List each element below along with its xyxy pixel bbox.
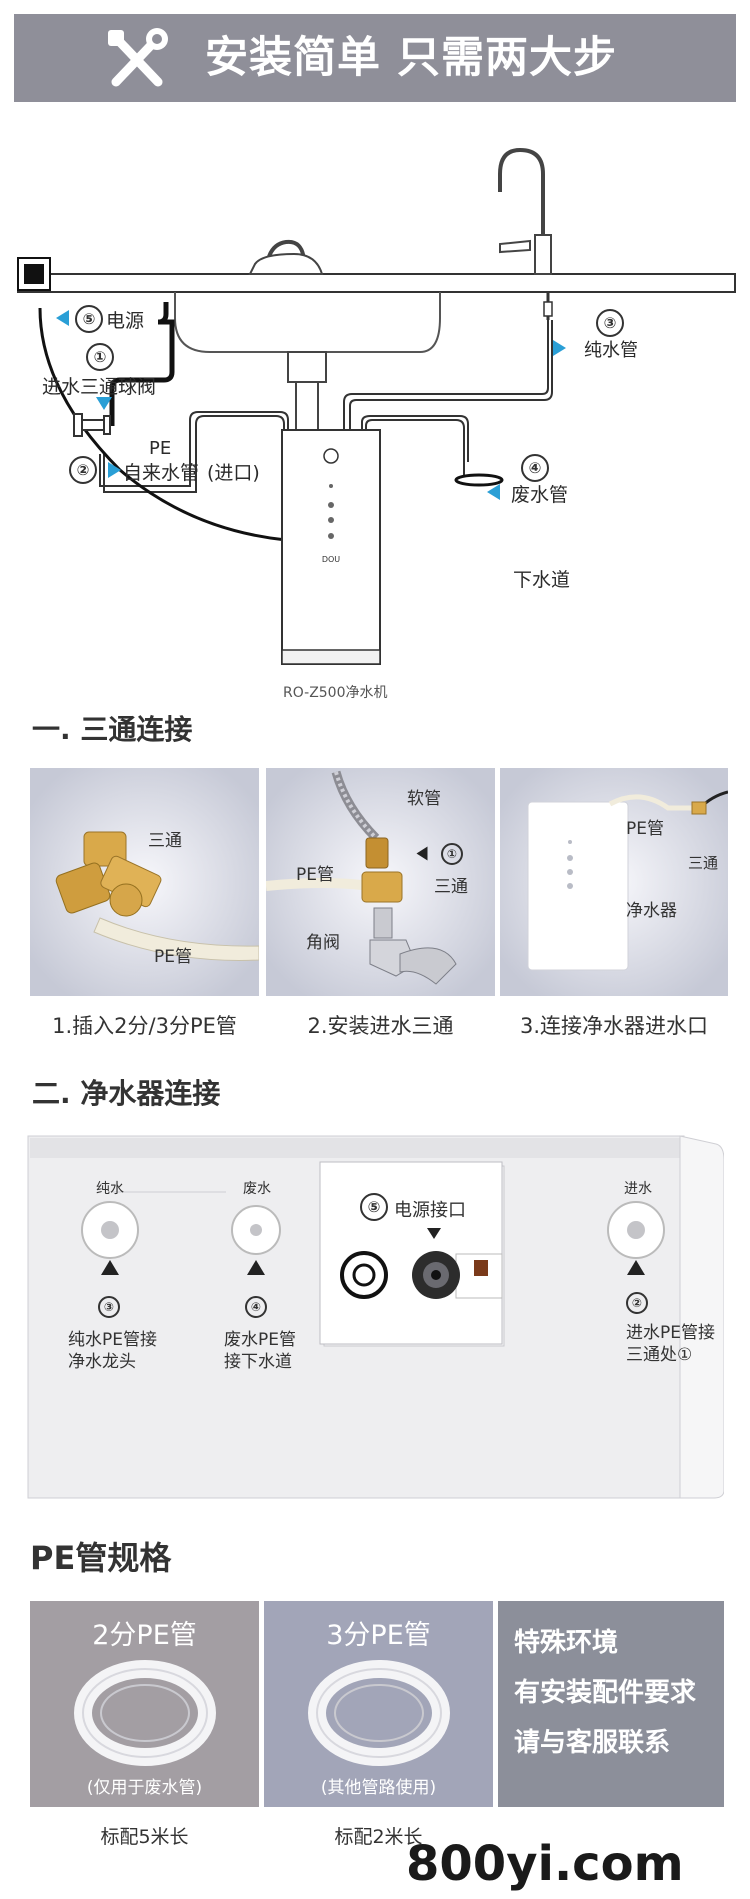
power-port-pointer-icon <box>427 1228 441 1239</box>
tube-length-2fen: 标配5米长 <box>100 1826 189 1848</box>
num-4: ④ <box>521 454 549 482</box>
photo2-label-pe: PE管 <box>296 865 334 885</box>
photo2-pointer-icon <box>416 846 428 861</box>
caption-step-3: 3.连接净水器进水口 <box>519 1014 709 1038</box>
tube-coil-icon <box>74 1660 216 1766</box>
label-pe: PE <box>149 438 172 459</box>
port-label-pure: 纯水 <box>96 1181 124 1197</box>
special-line-2: 有安装配件要求 <box>514 1678 697 1708</box>
tap-pipe-pointer-icon <box>108 462 121 478</box>
inlet-port-pointer-icon <box>627 1260 645 1275</box>
num-1: ① <box>86 343 114 371</box>
pure-pipe-pointer-icon <box>553 340 566 356</box>
photo3-label-purifier: 净水器 <box>626 901 677 921</box>
waste-note-line1: 废水PE管 <box>224 1330 296 1350</box>
photo3-label-pe: PE管 <box>626 819 664 839</box>
wrench-screwdriver-icon <box>108 28 168 87</box>
tube-card-2fen: 2分PE管 (仅用于废水管) <box>30 1601 259 1807</box>
num-5: ⑤ <box>75 305 103 333</box>
special-line-1: 特殊环境 <box>514 1628 619 1658</box>
tube-card-3fen: 3分PE管 (其他管路使用) <box>264 1601 493 1807</box>
section1-title: 一. 三通连接 <box>32 713 193 746</box>
tube-coil-icon <box>308 1660 450 1766</box>
label-waste-pipe: 废水管 <box>511 484 569 506</box>
inlet-note-line1: 进水PE管接 <box>626 1323 715 1343</box>
photo1-label-tee: 三通 <box>148 831 182 851</box>
special-env-card <box>498 1601 724 1807</box>
waste-port-pointer-icon <box>247 1260 265 1275</box>
waste-note-num: ④ <box>245 1296 267 1318</box>
photo2-num-1: ① <box>441 843 463 865</box>
photo2-label-hose: 软管 <box>407 789 441 809</box>
photo2-label-angle-valve: 角阀 <box>306 933 340 953</box>
label-pure-pipe: 纯水管 <box>584 340 638 361</box>
power-port-num: ⑤ <box>360 1193 388 1221</box>
port-label-waste: 废水 <box>243 1181 271 1197</box>
tube-name-3fen: 3分PE管 <box>326 1620 431 1651</box>
waste-note-line2: 接下水道 <box>224 1352 292 1372</box>
installation-diagram: DOU <box>17 147 736 665</box>
power-pointer-icon <box>56 310 69 326</box>
pure-note-line2: 净水龙头 <box>68 1352 136 1372</box>
num-2: ② <box>69 456 97 484</box>
inlet-note-line2: 三通处① <box>626 1345 693 1365</box>
label-power: 电源 <box>106 310 145 332</box>
valve-pointer-icon <box>96 397 112 410</box>
inlet-note-num: ② <box>626 1292 648 1314</box>
label-tap-pipe: 自来水管 <box>123 462 200 484</box>
tube-note-3fen: (其他管路使用) <box>320 1778 437 1798</box>
special-line-3: 请与客服联系 <box>514 1728 671 1758</box>
label-inlet: (进口) <box>207 462 260 484</box>
photo-connect-purifier: PE管 三通 净水器 <box>500 768 728 996</box>
pure-note-num: ③ <box>98 1296 120 1318</box>
purifier-back-panel <box>26 1130 724 1504</box>
page-title: 安装简单 只需两大步 <box>205 33 617 83</box>
watermark: 800yi.com <box>406 1836 684 1892</box>
model-label: RO-Z500净水机 <box>283 685 388 701</box>
pe-spec-title: PE管规格 <box>30 1539 172 1577</box>
photo2-label-tee: 三通 <box>434 877 468 897</box>
photo-tee-insert: 三通 PE管 <box>30 768 259 996</box>
num-3: ③ <box>596 309 624 337</box>
caption-step-1: 1.插入2分/3分PE管 <box>52 1014 237 1038</box>
photo-install-tee: 软管 PE管 ① 三通 角阀 <box>266 768 495 996</box>
section2-title: 二. 净水器连接 <box>32 1077 221 1110</box>
power-port-label: 电源接口 <box>394 1200 466 1221</box>
label-drain: 下水道 <box>513 569 571 591</box>
tube-note-2fen: (仅用于废水管) <box>86 1778 203 1798</box>
photo3-label-tee: 三通 <box>688 854 719 872</box>
photo1-label-pe: PE管 <box>154 947 192 967</box>
pure-port-pointer-icon <box>101 1260 119 1275</box>
pure-note-line1: 纯水PE管接 <box>68 1330 157 1350</box>
label-valve: 进水三通球阀 <box>42 376 157 398</box>
caption-step-2: 2.安装进水三通 <box>307 1014 454 1038</box>
tube-length-3fen: 标配2米长 <box>334 1826 423 1848</box>
waste-pipe-pointer-icon <box>487 484 500 500</box>
port-label-inlet: 进水 <box>624 1181 652 1197</box>
purifier-brand: DOU <box>322 555 340 564</box>
tube-name-2fen: 2分PE管 <box>92 1620 197 1651</box>
